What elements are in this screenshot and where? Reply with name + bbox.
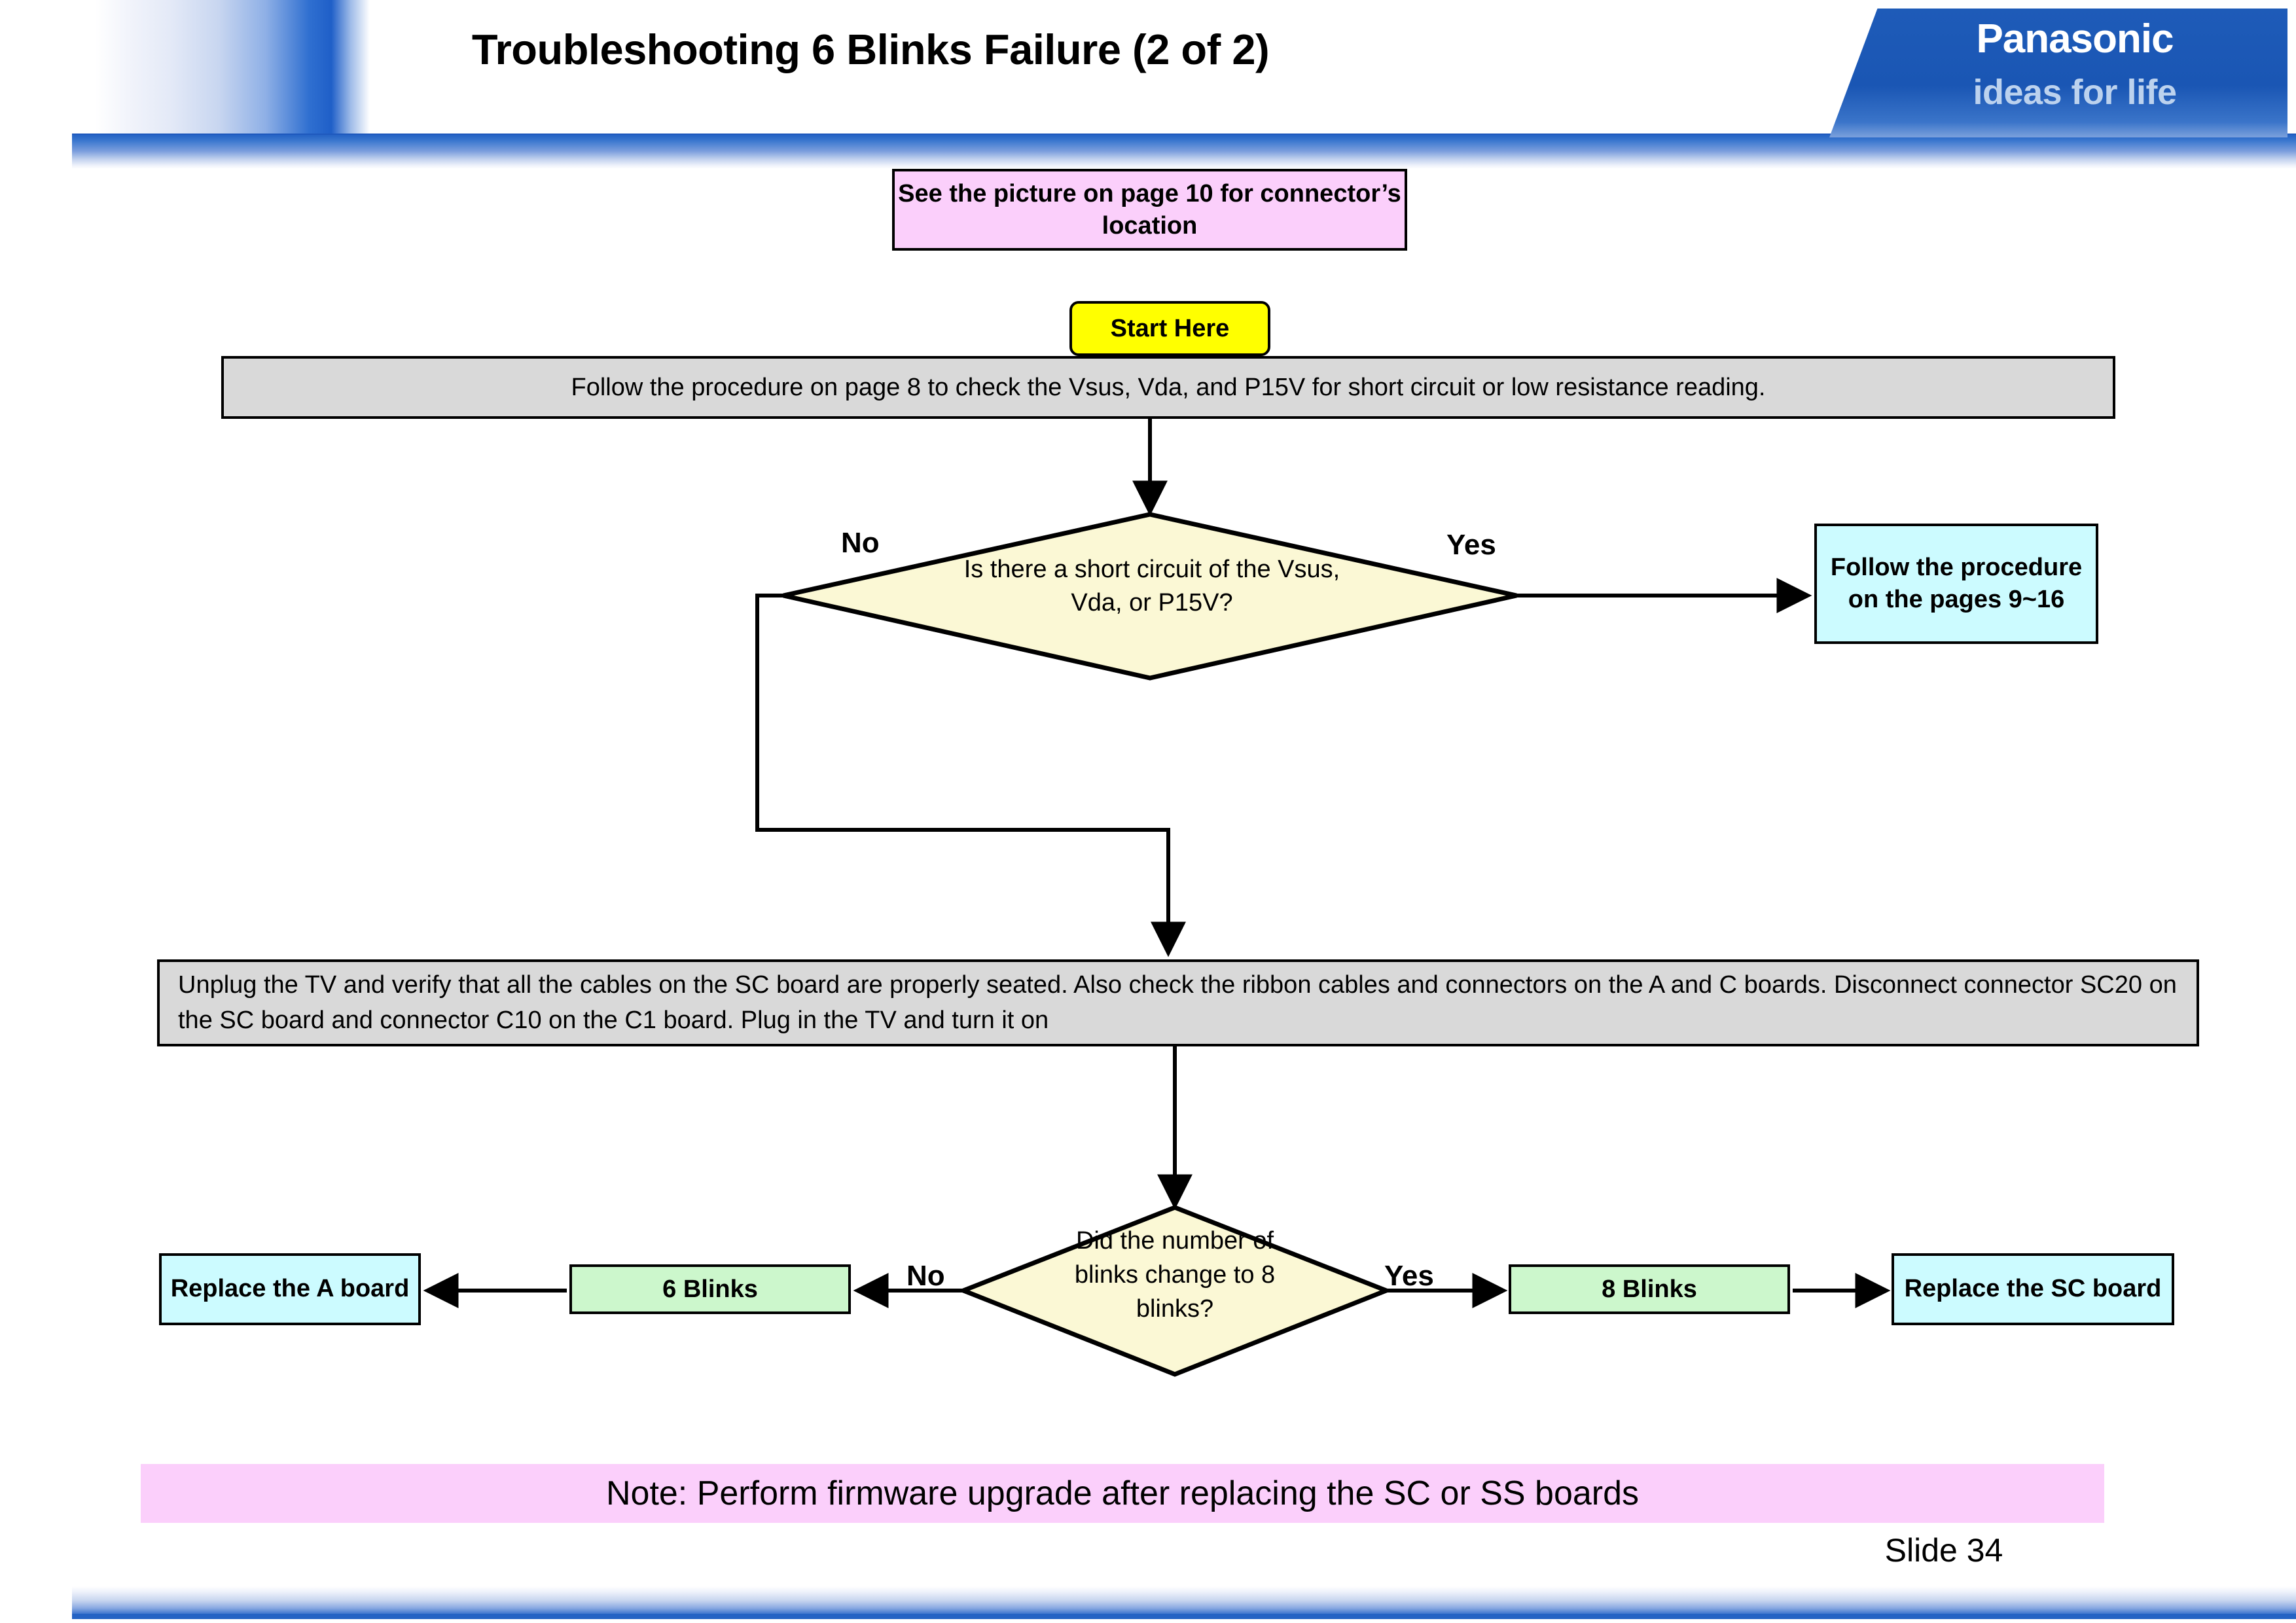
note-firmware-upgrade: Note: Perform firmware upgrade after rep… <box>141 1464 2104 1523</box>
replace-a-board-node: Replace the A board <box>159 1253 421 1325</box>
edge-label-no-1: No <box>841 527 880 559</box>
decision-2-label: Did the number of blinks change to 8 bli… <box>1074 1227 1276 1323</box>
footer-gradient-bar <box>72 1586 2296 1616</box>
edge-label-yes-2: Yes <box>1384 1260 1434 1292</box>
eight-blinks-node: 8 Blinks <box>1509 1264 1790 1314</box>
footer-accent-line <box>72 1614 2296 1619</box>
panasonic-tagline: ideas for life <box>1973 73 2177 112</box>
slide-number: Slide 34 <box>1884 1532 2003 1569</box>
unplug-step-bar: Unplug the TV and verify that all the ca… <box>157 959 2199 1046</box>
page-title: Troubleshooting 6 Blinks Failure (2 of 2… <box>471 26 1270 73</box>
procedure-step-bar: Follow the procedure on page 8 to check … <box>221 356 2115 419</box>
start-here-node: Start Here <box>1069 301 1270 356</box>
decision-1-label: Is there a short circuit of the Vsus, Vd… <box>963 556 1340 617</box>
reference-pages-node: Follow the procedure on the pages 9~16 <box>1814 524 2098 644</box>
six-blinks-node: 6 Blinks <box>569 1264 851 1314</box>
note-connector-location: See the picture on page 10 for connector… <box>892 169 1407 251</box>
panasonic-logo <box>1829 9 2287 137</box>
header-gradient-bar <box>72 135 2296 169</box>
edge-label-no-2: No <box>906 1260 945 1292</box>
edge-label-yes-1: Yes <box>1446 529 1496 561</box>
panasonic-wordmark: Panasonic <box>1976 16 2174 62</box>
replace-sc-board-node: Replace the SC board <box>1892 1253 2174 1325</box>
